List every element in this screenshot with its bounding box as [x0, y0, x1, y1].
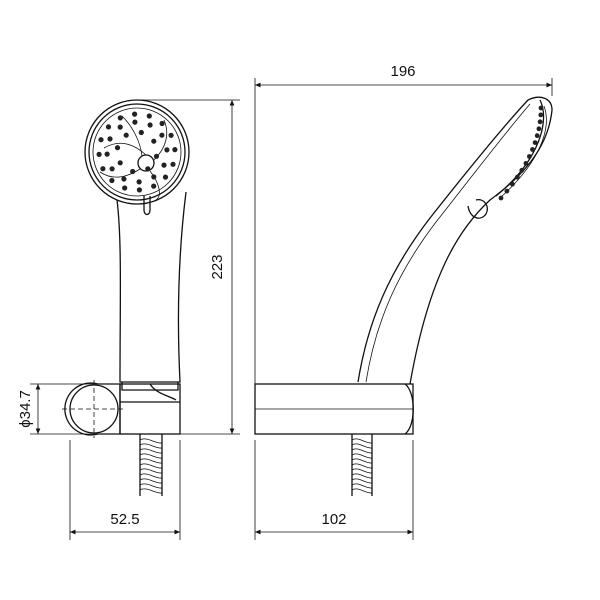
dim-mount-width: 52.5: [110, 511, 139, 528]
dimension-lines: [30, 78, 553, 540]
bracket-body: [119, 383, 181, 435]
side-view: [254, 96, 553, 496]
spray-holes: [96, 111, 178, 193]
handle-base: [121, 382, 179, 391]
handle-body: [116, 191, 187, 383]
hook-side: [467, 199, 488, 219]
hose-front: [139, 434, 163, 496]
shower-head-ring: [88, 103, 186, 201]
dim-mount-depth: 102: [321, 511, 346, 528]
front-view: [62, 99, 190, 496]
dim-overall-width: 196: [390, 63, 415, 80]
mode-lever: [143, 196, 151, 216]
head-face-side: [495, 99, 545, 197]
hose-side: [351, 434, 373, 496]
dim-overall-height: 223: [209, 254, 226, 279]
shower-head-outer: [84, 99, 190, 205]
handle-side: [357, 96, 553, 385]
shower-head-face: [92, 107, 182, 197]
dim-mount-diameter: ϕ34.7: [17, 390, 34, 428]
side-nozzles: [498, 105, 544, 201]
